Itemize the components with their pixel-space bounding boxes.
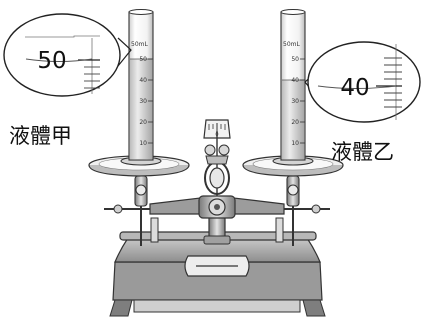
left-scale-40: 40 [139,77,147,84]
liquid-b-label: 液體乙 [331,140,394,164]
adjustment-knob [204,144,230,195]
right-scale-40: 40 [291,77,299,84]
right-zoom-callout: 40 [304,41,421,123]
right-scale-50: 50 [291,56,299,63]
name-plate [184,255,250,277]
left-zoom-reading: 50 [37,48,66,74]
right-zoom-reading: 40 [340,75,369,101]
left-capacity-label: 50mL [131,41,148,48]
liquid-b-column [282,80,304,159]
left-scale-20: 20 [139,119,147,126]
right-capacity-label: 50mL [283,41,300,48]
left-zoom-callout: 50 [3,13,132,97]
left-graduated-cylinder: 50mL 50 40 30 20 10 [120,9,162,166]
right-scale-20: 20 [291,119,299,126]
left-scale-50: 50 [139,56,147,63]
right-scale-30: 30 [291,98,299,105]
left-scale-10: 10 [139,140,147,147]
right-graduated-cylinder: 50mL 50 40 30 20 10 [272,9,314,166]
left-scale-30: 30 [139,98,147,105]
balance-beam [104,195,330,219]
right-scale [300,58,305,144]
left-scale [148,58,153,144]
liquid-a-column [130,59,152,159]
liquid-a-label: 液體甲 [9,124,72,148]
right-scale-10: 10 [291,140,299,147]
